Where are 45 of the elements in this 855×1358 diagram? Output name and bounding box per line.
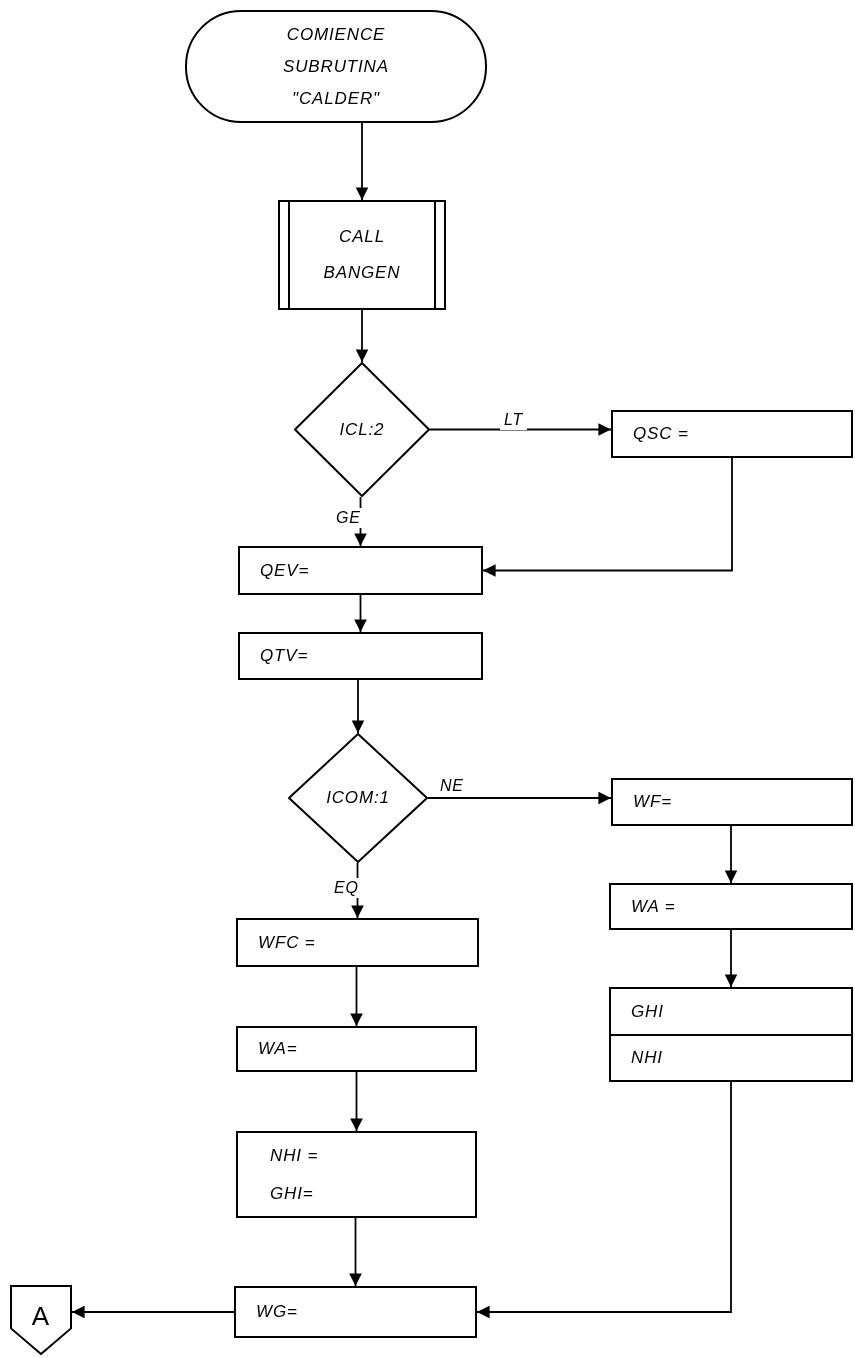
node-text: A xyxy=(31,1300,51,1333)
arrow xyxy=(355,122,369,201)
subroutine-box xyxy=(278,200,446,310)
edge-label: LT xyxy=(500,410,528,430)
arrow xyxy=(427,791,612,805)
node-text: WG= xyxy=(256,1301,298,1324)
arrow xyxy=(349,1217,362,1287)
node-text: WF= xyxy=(633,791,672,814)
node-text: GHI xyxy=(631,1000,664,1023)
node-text: QEV= xyxy=(260,559,310,582)
process-box xyxy=(238,632,483,680)
node-text: WFC = xyxy=(258,931,316,954)
node-text: ICL:2 xyxy=(339,418,385,441)
process-box xyxy=(611,778,853,826)
offpage-connector xyxy=(10,1285,72,1355)
decision-diamond xyxy=(288,733,428,863)
arrow xyxy=(724,929,738,988)
process-box xyxy=(236,1026,477,1072)
node-text: WA= xyxy=(258,1038,298,1061)
node-text: CALL BANGEN xyxy=(322,226,402,284)
process-box xyxy=(609,987,853,1082)
node-text: NHI = xyxy=(270,1145,320,1167)
arrow xyxy=(724,825,738,884)
node-text: COMIENCE SUBRUTINA "CALDER" xyxy=(282,23,390,110)
node-text: GHI= xyxy=(270,1182,315,1205)
arrow xyxy=(350,1071,363,1132)
arrow xyxy=(476,1081,732,1319)
process-box xyxy=(238,546,483,595)
arrow xyxy=(354,594,367,633)
node-text: WA = xyxy=(631,895,676,918)
node-text: ICOM:1 xyxy=(326,787,390,810)
decision-diamond xyxy=(294,362,430,497)
process-box xyxy=(609,883,853,930)
process-box xyxy=(611,410,853,458)
node-text: QSC = xyxy=(633,423,689,446)
arrow xyxy=(351,679,365,734)
arrow xyxy=(350,966,363,1027)
arrow xyxy=(71,1305,235,1319)
arrow xyxy=(355,309,369,363)
arrow xyxy=(482,457,733,577)
process-box xyxy=(236,918,479,967)
process-box xyxy=(234,1286,477,1338)
node-text: NHI xyxy=(631,1047,663,1069)
node-text: QTV= xyxy=(260,645,309,668)
process-box xyxy=(236,1131,477,1218)
